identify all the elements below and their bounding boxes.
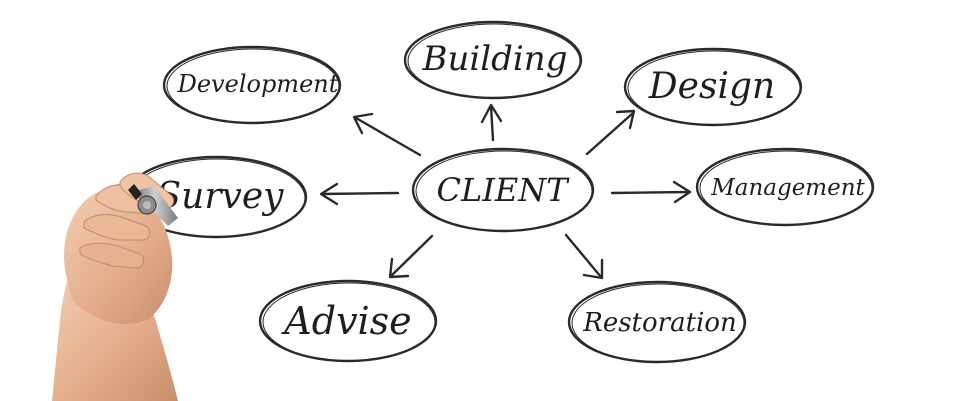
label-advise: Advise — [281, 299, 411, 343]
label-management: Management — [710, 175, 865, 201]
label-survey: Survey — [156, 176, 284, 217]
arrow-to-development — [352, 112, 422, 157]
node-labels: Development Building Design Survey CLIEN… — [156, 39, 865, 343]
ellipse-management — [695, 147, 875, 227]
label-design: Design — [648, 66, 775, 107]
label-client: CLIENT — [436, 171, 570, 209]
label-development: Development — [177, 70, 339, 98]
ellipse-building — [403, 20, 583, 100]
arrow-to-advise — [388, 234, 434, 279]
arrow-to-survey — [319, 182, 400, 206]
ellipse-design — [623, 47, 803, 127]
arrow-to-design — [585, 109, 636, 156]
node-ellipses — [124, 20, 875, 364]
ellipse-advise — [258, 279, 438, 363]
arrow-to-building — [480, 103, 503, 142]
ellipse-restoration — [567, 280, 747, 364]
arrow-to-management — [610, 180, 692, 204]
marker-pen — [128, 184, 178, 226]
label-building: Building — [422, 39, 568, 79]
hand-illustration — [52, 172, 178, 401]
arrows — [319, 103, 692, 280]
arrow-to-restoration — [564, 233, 604, 280]
hand-middle-finger — [83, 214, 151, 241]
ellipse-development — [162, 45, 342, 125]
label-restoration: Restoration — [582, 308, 737, 338]
hand-ring-finger — [79, 242, 145, 269]
ellipse-client — [411, 147, 595, 233]
